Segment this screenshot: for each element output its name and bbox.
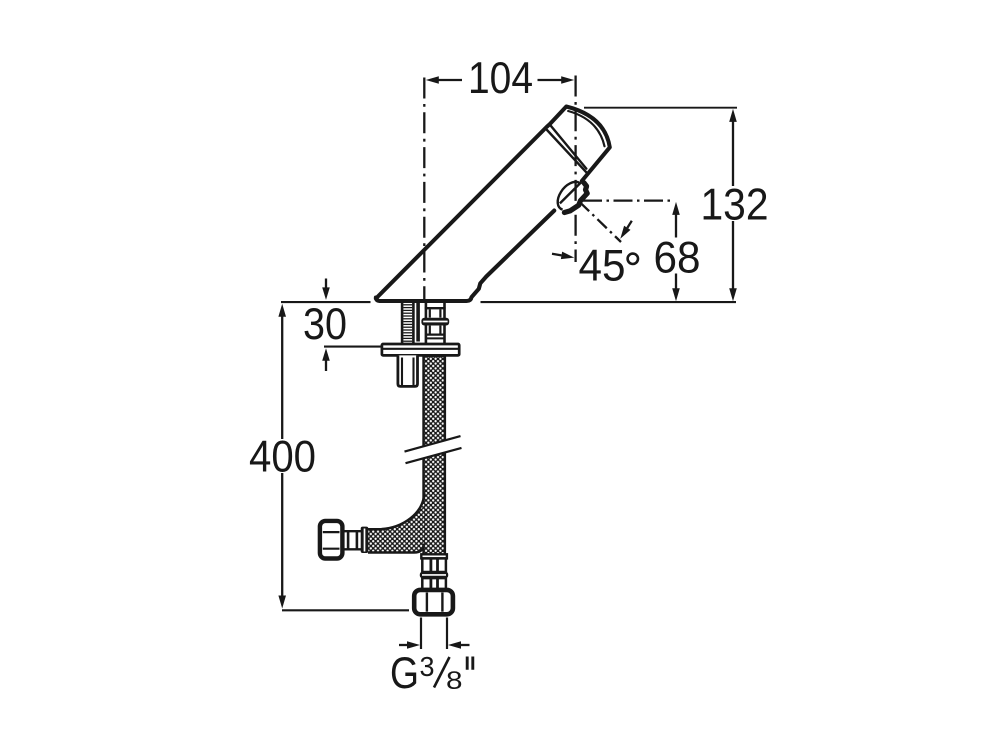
svg-text:400: 400: [249, 433, 316, 482]
svg-text:104: 104: [468, 54, 533, 103]
svg-text:132: 132: [701, 181, 769, 230]
svg-text:68: 68: [654, 233, 701, 282]
svg-text:8: 8: [446, 667, 463, 695]
svg-text:45: 45: [579, 241, 626, 290]
svg-text:30: 30: [303, 300, 347, 349]
svg-text:G: G: [390, 649, 419, 698]
svg-text:3: 3: [420, 651, 435, 682]
